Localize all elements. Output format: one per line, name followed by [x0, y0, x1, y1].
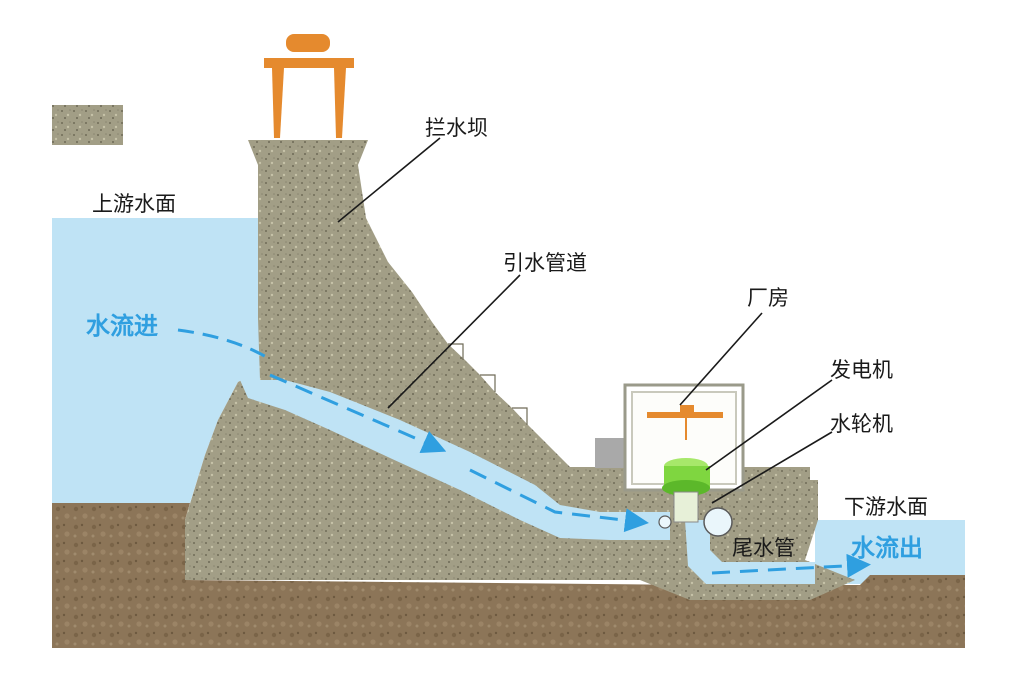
label-flow-out: 水流出	[851, 534, 923, 562]
dam-steps	[448, 343, 528, 425]
label-penstock: 引水管道	[503, 251, 587, 275]
gantry-crane	[264, 34, 354, 138]
label-downstream: 下游水面	[844, 495, 928, 519]
leader-penstock	[387, 274, 521, 409]
label-dam: 拦水坝	[425, 116, 488, 140]
turbine-scroll	[703, 507, 733, 537]
generator-unit	[662, 458, 710, 523]
flow-arrow-in	[177, 328, 269, 360]
leader-turbine	[711, 431, 833, 504]
label-turbine: 水轮机	[830, 412, 893, 436]
label-upstream: 上游水面	[92, 192, 176, 216]
ground	[52, 503, 965, 648]
flow-arrow-penstock	[269, 373, 447, 454]
label-draft-tube: 尾水管	[732, 536, 795, 560]
leader-generator	[705, 379, 833, 471]
upstream-water	[52, 218, 258, 503]
turbine-inlet	[658, 515, 672, 529]
leader-powerhouse	[679, 312, 763, 406]
flow-arrow-out	[711, 553, 871, 578]
concrete-swatch	[52, 105, 123, 145]
label-flow-in: 水流进	[86, 312, 158, 340]
dam-body	[185, 140, 855, 600]
leader-dam	[337, 137, 441, 223]
label-powerhouse: 厂房	[747, 286, 789, 310]
flow-arrow-to-turbine	[469, 468, 649, 533]
label-generator: 发电机	[830, 358, 893, 382]
